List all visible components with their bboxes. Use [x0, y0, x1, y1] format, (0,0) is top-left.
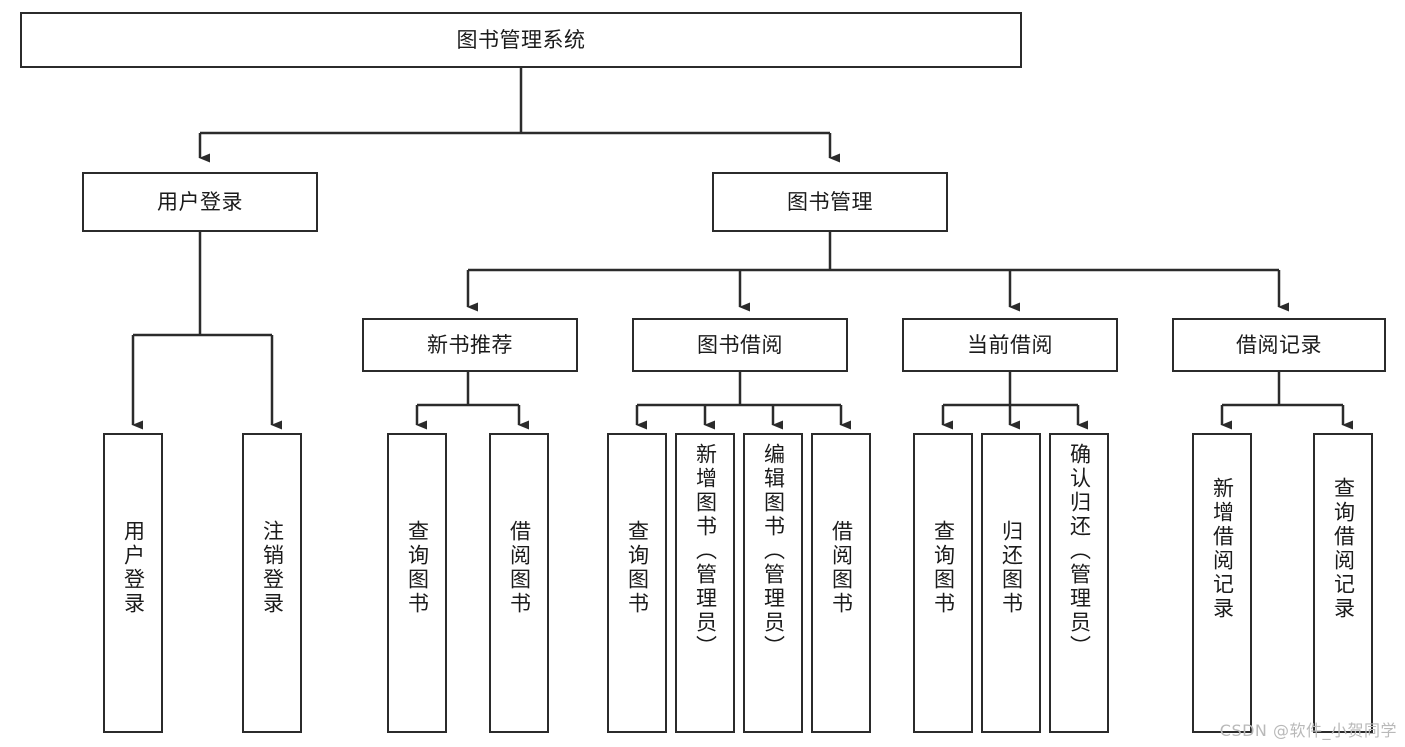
node-leaf-return-book-label: 归还图书: [999, 520, 1024, 616]
node-root[interactable]: 图书管理系统: [20, 12, 1022, 68]
node-leaf-add-record-label: 新增借阅记录: [1210, 477, 1235, 621]
node-leaf-add-book-label: 新增图书（管理员）: [693, 443, 718, 659]
node-user-login-label: 用户登录: [157, 189, 243, 214]
node-leaf-query-record-label: 查询借阅记录: [1331, 477, 1356, 621]
node-leaf-query-book-1-label: 查询图书: [405, 520, 430, 616]
node-leaf-query-book-3[interactable]: 查询图书: [913, 433, 973, 733]
node-root-label: 图书管理系统: [456, 27, 586, 52]
node-leaf-user-logout-label: 注销登录: [260, 520, 285, 616]
node-leaf-return-book[interactable]: 归还图书: [981, 433, 1041, 733]
node-new-book-recommend[interactable]: 新书推荐: [362, 318, 578, 372]
node-leaf-borrow-book-1-label: 借阅图书: [507, 520, 532, 616]
node-leaf-add-book[interactable]: 新增图书（管理员）: [675, 433, 735, 733]
node-leaf-query-book-2-label: 查询图书: [625, 520, 650, 616]
node-book-borrow-label: 图书借阅: [697, 332, 783, 357]
node-leaf-user-login[interactable]: 用户登录: [103, 433, 163, 733]
node-leaf-query-record[interactable]: 查询借阅记录: [1313, 433, 1373, 733]
node-borrow-record-label: 借阅记录: [1236, 332, 1322, 357]
node-new-book-recommend-label: 新书推荐: [427, 332, 513, 357]
node-user-login[interactable]: 用户登录: [82, 172, 318, 232]
node-leaf-query-book-2[interactable]: 查询图书: [607, 433, 667, 733]
node-book-management-label: 图书管理: [787, 189, 873, 214]
node-leaf-confirm-return-label: 确认归还（管理员）: [1067, 443, 1092, 659]
node-leaf-add-record[interactable]: 新增借阅记录: [1192, 433, 1252, 733]
node-leaf-borrow-book-2-label: 借阅图书: [829, 520, 854, 616]
node-current-borrow-label: 当前借阅: [967, 332, 1053, 357]
node-leaf-borrow-book-1[interactable]: 借阅图书: [489, 433, 549, 733]
node-book-management[interactable]: 图书管理: [712, 172, 948, 232]
node-leaf-query-book-3-label: 查询图书: [931, 520, 956, 616]
node-current-borrow[interactable]: 当前借阅: [902, 318, 1118, 372]
node-leaf-confirm-return[interactable]: 确认归还（管理员）: [1049, 433, 1109, 733]
node-book-borrow[interactable]: 图书借阅: [632, 318, 848, 372]
node-leaf-edit-book[interactable]: 编辑图书（管理员）: [743, 433, 803, 733]
node-leaf-borrow-book-2[interactable]: 借阅图书: [811, 433, 871, 733]
node-leaf-user-login-label: 用户登录: [121, 520, 146, 616]
node-leaf-query-book-1[interactable]: 查询图书: [387, 433, 447, 733]
node-borrow-record[interactable]: 借阅记录: [1172, 318, 1386, 372]
node-leaf-edit-book-label: 编辑图书（管理员）: [761, 443, 786, 659]
node-leaf-user-logout[interactable]: 注销登录: [242, 433, 302, 733]
